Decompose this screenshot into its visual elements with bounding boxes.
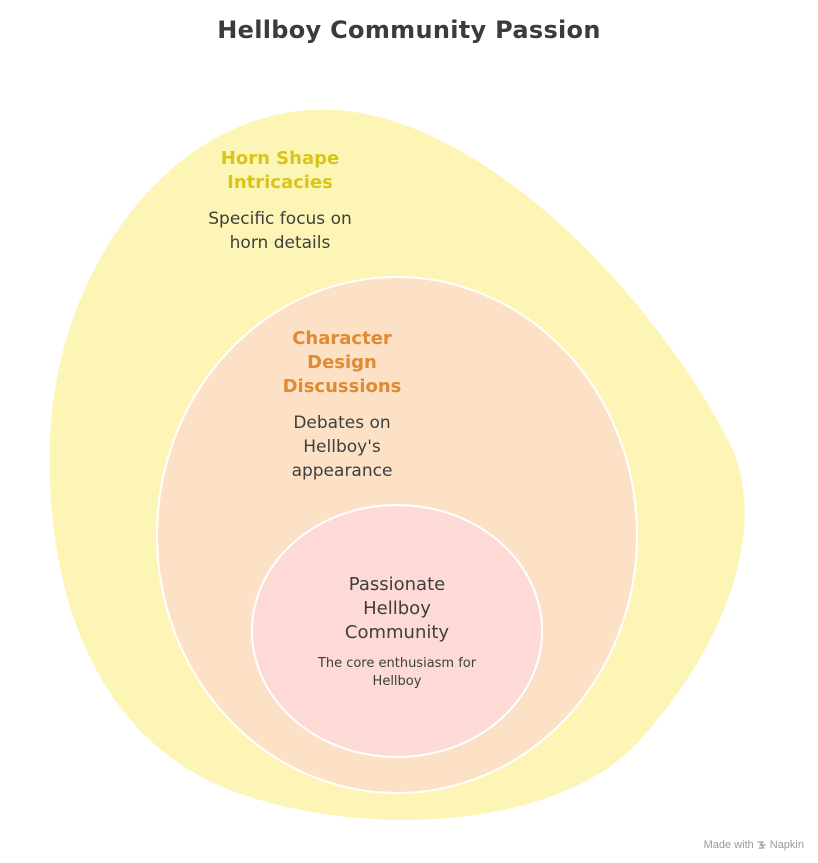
middle-desc-line-3: appearance — [291, 461, 393, 481]
middle-heading-line-2: Design — [307, 352, 377, 373]
diagram-title: Hellboy Community Passion — [217, 16, 601, 44]
middle-layer-heading: Character Design Discussions — [252, 327, 432, 399]
watermark-brand: Napkin — [769, 839, 804, 851]
middle-layer-text: Character Design Discussions Debates on … — [252, 327, 432, 483]
inner-heading-line-3: Community — [344, 622, 450, 643]
outer-desc-line-1: Specific focus on — [208, 209, 352, 229]
inner-desc-line-2: Hellboy — [372, 674, 422, 689]
inner-heading-line-1: Passionate — [348, 574, 446, 595]
inner-desc-line-1: The core enthusiasm for — [317, 656, 477, 671]
outer-layer-text: Horn Shape Intricacies Specific focus on… — [180, 147, 380, 255]
outer-layer-heading: Horn Shape Intricacies — [180, 147, 380, 195]
inner-layer-text: Passionate Hellboy Community The core en… — [292, 573, 502, 691]
napkin-watermark: Made with Napkin — [704, 839, 804, 851]
napkin-logo-icon — [757, 841, 766, 849]
outer-layer-description: Specific focus on horn details — [180, 207, 380, 255]
watermark-prefix: Made with — [703, 839, 754, 851]
outer-desc-line-2: horn details — [229, 233, 331, 253]
inner-layer-description: The core enthusiasm for Hellboy — [292, 655, 502, 691]
outer-heading-line-1: Horn Shape — [220, 148, 340, 169]
middle-heading-line-1: Character — [292, 328, 392, 349]
middle-desc-line-2: Hellboy's — [303, 437, 381, 457]
inner-layer-heading: Passionate Hellboy Community — [292, 573, 502, 645]
middle-heading-line-3: Discussions — [282, 376, 402, 397]
inner-layer-shape — [251, 504, 543, 758]
middle-desc-line-1: Debates on — [293, 413, 391, 433]
outer-heading-line-2: Intricacies — [227, 172, 333, 193]
middle-layer-description: Debates on Hellboy's appearance — [252, 411, 432, 483]
inner-heading-line-2: Hellboy — [363, 598, 431, 619]
